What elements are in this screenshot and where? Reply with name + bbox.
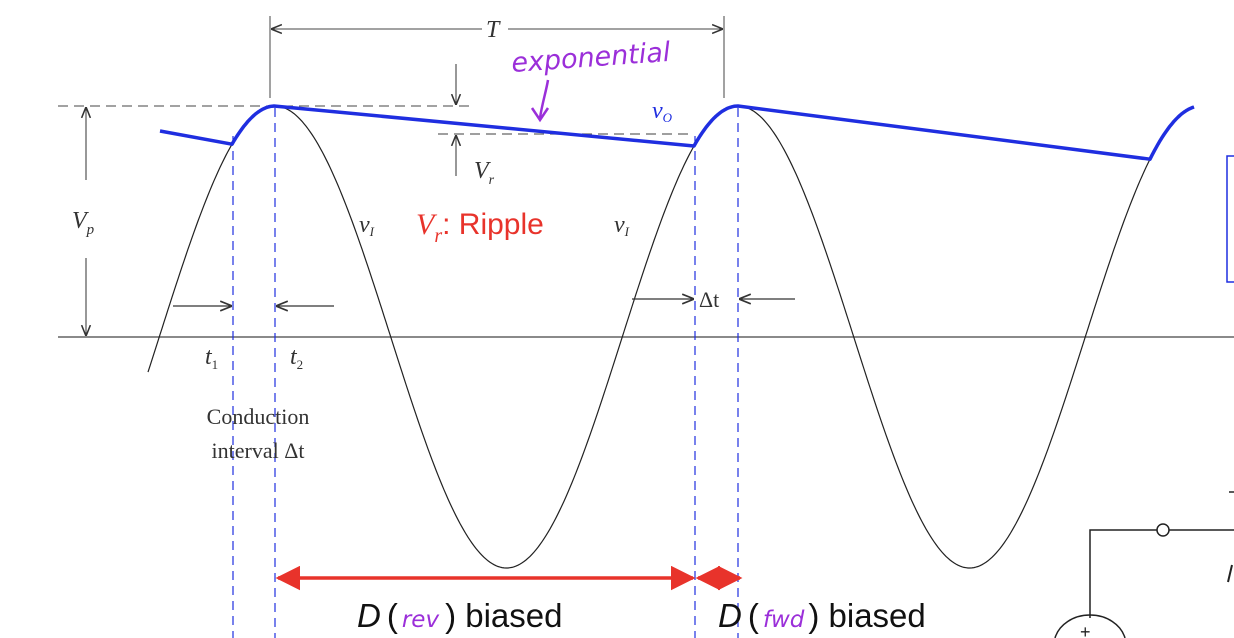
vp-label: Vp [72,208,95,238]
vo-label: vO [652,98,673,125]
fwd-biased-label: D(fwd) biased [718,597,926,634]
voltage-source-plus: + [1080,622,1091,638]
exponential-arrow-head [530,107,550,123]
period-label: T [486,17,501,43]
t1-label: t1 [205,344,218,372]
circuit-slash [1227,564,1233,583]
partial-blue-box [1226,155,1234,283]
vi-label-right: vI [614,212,630,239]
exponential-annotation: exponential [510,37,671,79]
delta-t-label: Δt [699,287,719,312]
ripple-annotation: Vr: Ripple [416,208,544,247]
circuit-wire [1089,529,1157,618]
output-ripple-curve [159,104,1195,161]
conduction-label-line2: interval Δt [212,438,305,463]
circuit-node [1156,523,1170,537]
t2-label: t2 [290,344,303,372]
vr-label: Vr [474,158,495,188]
conduction-label-line1: Conduction [207,404,310,429]
vi-label-left: vI [359,212,375,239]
input-sine-curve [147,105,1195,569]
rev-biased-label: D(rev) biased [357,597,562,634]
voltage-source-icon [1054,614,1126,638]
exponential-arrow [538,79,550,119]
